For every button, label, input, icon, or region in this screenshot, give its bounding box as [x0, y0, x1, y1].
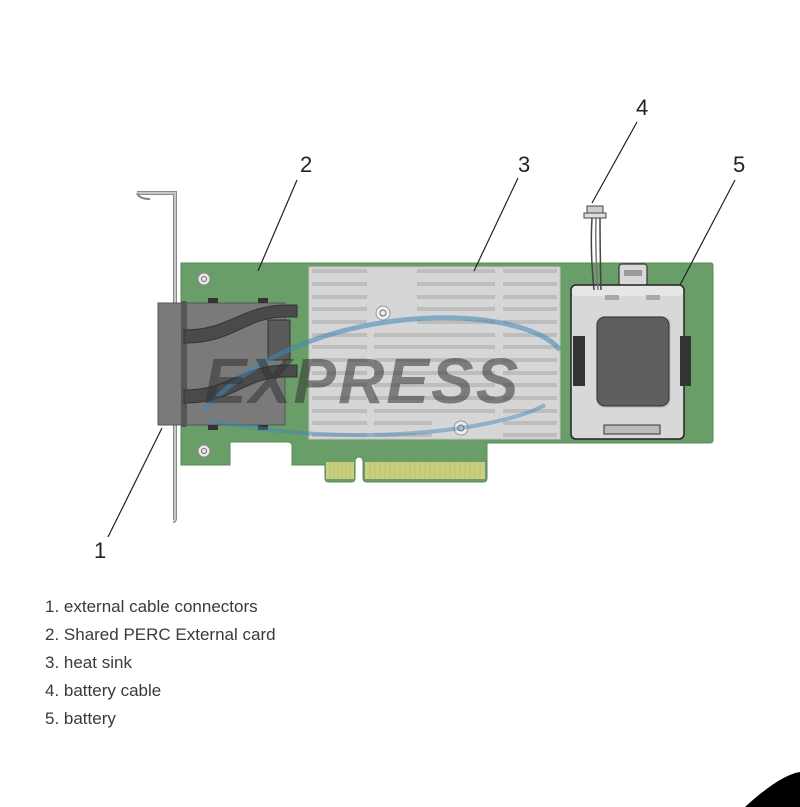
legend-item: 3. heat sink — [45, 653, 132, 672]
callout-5: 5 — [733, 152, 745, 177]
corner-decoration — [745, 772, 800, 807]
screw-icon — [453, 420, 469, 436]
battery — [570, 263, 691, 440]
screw-icon — [375, 305, 391, 321]
gold-fingers-short — [326, 462, 354, 479]
callout-1: 1 — [94, 538, 106, 563]
screw-icon — [197, 272, 211, 286]
callout-lines — [107, 121, 736, 538]
mounting-bracket — [136, 191, 177, 523]
legend-item: 5. battery — [45, 709, 116, 728]
callout-3: 3 — [518, 152, 530, 177]
callout-4: 4 — [636, 95, 648, 120]
callout-2: 2 — [300, 152, 312, 177]
legend-item: 2. Shared PERC External card — [45, 625, 276, 644]
screw-icon — [197, 444, 211, 458]
legend-item: 1. external cable connectors — [45, 597, 258, 616]
external-connectors — [157, 298, 298, 430]
legend-item: 4. battery cable — [45, 681, 162, 700]
watermark: EXPRESS — [203, 315, 562, 438]
legend-list: 1. external cable connectors 2. Shared P… — [45, 596, 276, 736]
watermark-text: EXPRESS — [204, 345, 520, 417]
battery-cable — [583, 205, 607, 291]
heat-sink — [308, 266, 561, 440]
